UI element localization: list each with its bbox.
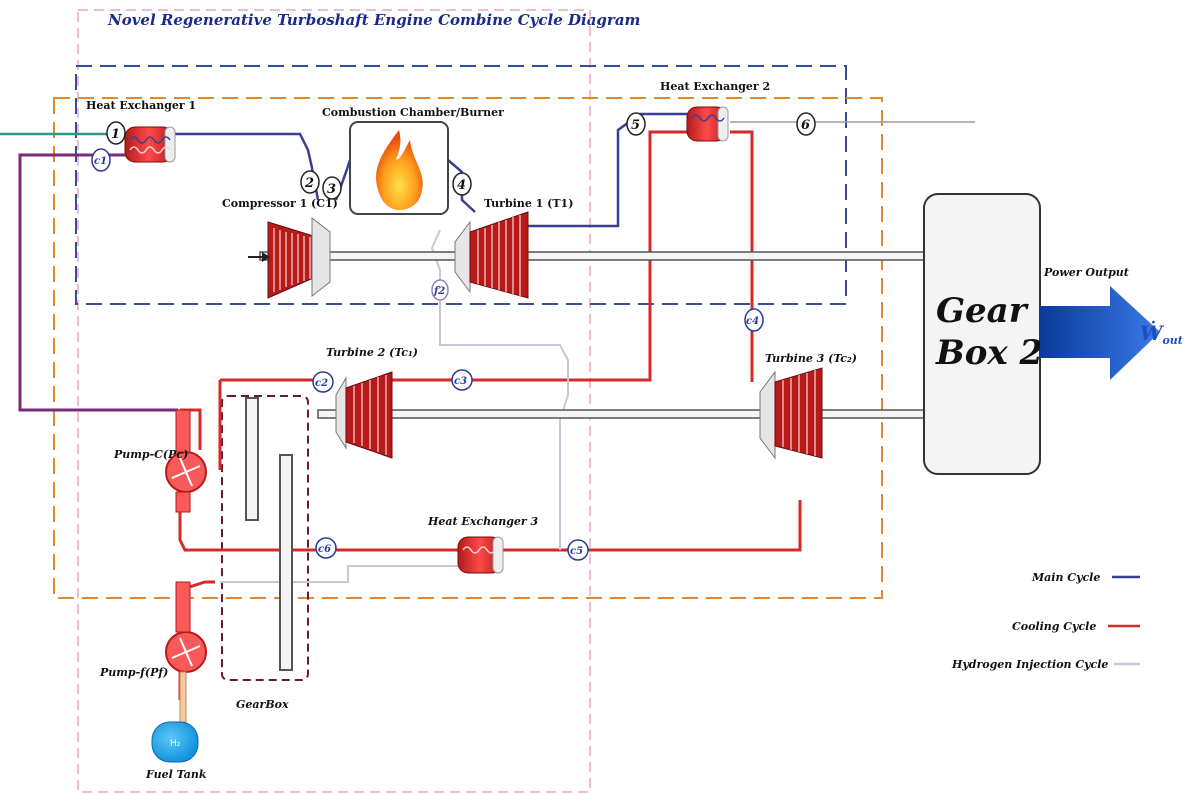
state-point-1: 1 bbox=[106, 121, 126, 145]
gearbox-outline bbox=[221, 395, 309, 681]
turbine-2 bbox=[335, 371, 393, 459]
svg-text:4: 4 bbox=[457, 178, 466, 193]
heat-exchanger-1-label: Heat Exchanger 1 bbox=[86, 99, 196, 112]
compressor-1-label: Compressor 1 (C1) bbox=[222, 197, 338, 210]
heat-exchanger-2-label: Heat Exchanger 2 bbox=[660, 80, 770, 93]
legend-item-cooling-cycle: Cooling Cycle bbox=[1012, 620, 1140, 633]
diagram-title: Novel Regenerative Turboshaft Engine Com… bbox=[107, 11, 640, 29]
legend-item-main-cycle: Main Cycle bbox=[1031, 571, 1140, 584]
svg-text:c6: c6 bbox=[318, 544, 331, 555]
state-point-6: 6 bbox=[796, 112, 816, 136]
svg-text:1: 1 bbox=[111, 127, 120, 142]
pump-f bbox=[165, 581, 207, 723]
state-point-c1: c1 bbox=[91, 148, 111, 172]
svg-text:Cooling Cycle: Cooling Cycle bbox=[1012, 620, 1096, 633]
pump-f-label: Pump-f(Pf) bbox=[99, 666, 168, 679]
svg-text:c3: c3 bbox=[454, 376, 467, 387]
heat-exchanger-1 bbox=[124, 126, 176, 163]
power-output-label: Power Output bbox=[1043, 266, 1129, 279]
turbine-3 bbox=[759, 367, 823, 460]
svg-text:Hydrogen Injection Cycle: Hydrogen Injection Cycle bbox=[951, 658, 1108, 671]
legend: Main Cycle Cooling Cycle Hydrogen Inject… bbox=[951, 571, 1140, 671]
turbine-3-label: Turbine 3 (Tc₂) bbox=[765, 352, 857, 365]
tank-h2-text: H₂ bbox=[170, 739, 181, 749]
hydrogen-region-box bbox=[77, 9, 591, 793]
cooling-cycle-box bbox=[53, 97, 883, 599]
pump-c bbox=[165, 409, 207, 513]
state-point-f2: f2 bbox=[431, 279, 449, 301]
heat-exchanger-3-label: Heat Exchanger 3 bbox=[427, 515, 539, 528]
heat-exchanger-3 bbox=[457, 536, 504, 574]
state-point-5: 5 bbox=[626, 112, 646, 136]
svg-text:c4: c4 bbox=[746, 316, 759, 327]
pump-c-label: Pump-C(Pc) bbox=[113, 448, 188, 461]
state-point-2: 2 bbox=[300, 170, 320, 194]
state-point-4: 4 bbox=[452, 172, 472, 196]
lower-shaft bbox=[317, 409, 926, 419]
legend-item-hydrogen-injection-cycle: Hydrogen Injection Cycle bbox=[951, 658, 1140, 671]
w-out-symbol: Ẇout bbox=[1140, 320, 1183, 347]
combustion-chamber bbox=[349, 121, 449, 215]
gear-box-2: Gear Box 2 bbox=[923, 193, 1043, 475]
fuel-tank-label: Fuel Tank bbox=[145, 768, 207, 781]
state-point-3: 3 bbox=[322, 176, 342, 200]
svg-text:f2: f2 bbox=[433, 286, 445, 297]
svg-text:c1: c1 bbox=[94, 156, 107, 167]
svg-text:c2: c2 bbox=[315, 378, 328, 389]
gearbox-shafts bbox=[245, 397, 293, 671]
gear-box-2-line1: Gear bbox=[936, 291, 1029, 331]
svg-text:c5: c5 bbox=[570, 546, 583, 557]
compressor-1 bbox=[267, 216, 331, 299]
svg-text:3: 3 bbox=[327, 182, 336, 197]
state-point-c3: c3 bbox=[451, 369, 473, 391]
state-point-c5: c5 bbox=[567, 539, 589, 561]
svg-text:5: 5 bbox=[631, 118, 640, 133]
gear-box-2-line2: Box 2 bbox=[935, 333, 1043, 373]
cooling-return-line bbox=[18, 153, 178, 412]
main-shaft bbox=[259, 251, 926, 261]
power-output-arrow-icon bbox=[1040, 286, 1160, 380]
gearbox-label: GearBox bbox=[236, 698, 289, 711]
svg-text:Main Cycle: Main Cycle bbox=[1031, 571, 1100, 584]
state-point-c6: c6 bbox=[315, 537, 337, 559]
state-points: 1 2 3 4 5 6 c1 c2 bbox=[91, 112, 816, 561]
svg-text:6: 6 bbox=[801, 118, 810, 133]
fuel-tank: H₂ bbox=[151, 721, 199, 763]
heat-exchanger-2 bbox=[686, 106, 729, 142]
state-point-c2: c2 bbox=[312, 371, 334, 393]
turbine-1-label: Turbine 1 (T1) bbox=[484, 197, 573, 210]
main-cycle-box bbox=[75, 65, 847, 305]
flame-icon bbox=[376, 130, 423, 210]
turbine-2-label: Turbine 2 (Tc₁) bbox=[326, 346, 418, 359]
turbine-1 bbox=[454, 211, 529, 299]
state-point-c4: c4 bbox=[744, 308, 764, 332]
svg-text:2: 2 bbox=[304, 176, 314, 191]
shaft-input-arrow-icon bbox=[248, 252, 270, 262]
combustion-chamber-label: Combustion Chamber/Burner bbox=[322, 106, 504, 119]
